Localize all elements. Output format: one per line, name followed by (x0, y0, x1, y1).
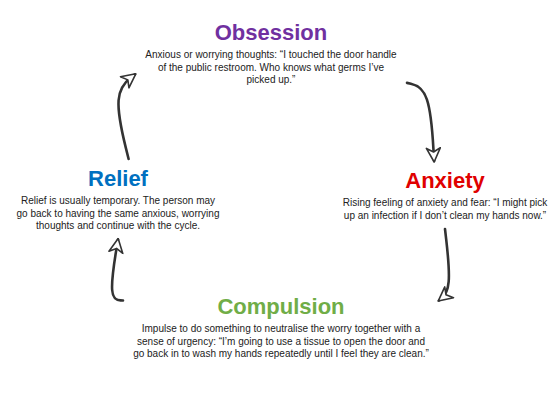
stage-box: CompulsionImpulse to do something to neu… (128, 292, 434, 363)
stage-description: Anxious or worrying thoughts: “I touched… (144, 49, 398, 87)
stage-box: ObsessionAnxious or worrying thoughts: “… (140, 18, 402, 89)
stage-description: Rising feeling of anxiety and fear: “I m… (340, 197, 550, 222)
stage-box: AnxietyRising feeling of anxiety and fea… (336, 166, 554, 224)
stage-heading: Relief (16, 166, 220, 192)
stage-heading: Compulsion (132, 294, 430, 320)
stage-box: ReliefRelief is usually temporary. The p… (12, 164, 224, 235)
cycle-arrow (439, 229, 449, 300)
cycle-arrow (112, 240, 123, 301)
stage-heading: Anxiety (340, 168, 550, 194)
stage-description: Relief is usually temporary. The person … (16, 195, 220, 233)
cycle-arrow (118, 74, 135, 159)
cycle-arrow (407, 83, 434, 161)
stage-heading: Obsession (144, 20, 398, 46)
stage-description: Impulse to do something to neutralise th… (132, 323, 430, 361)
